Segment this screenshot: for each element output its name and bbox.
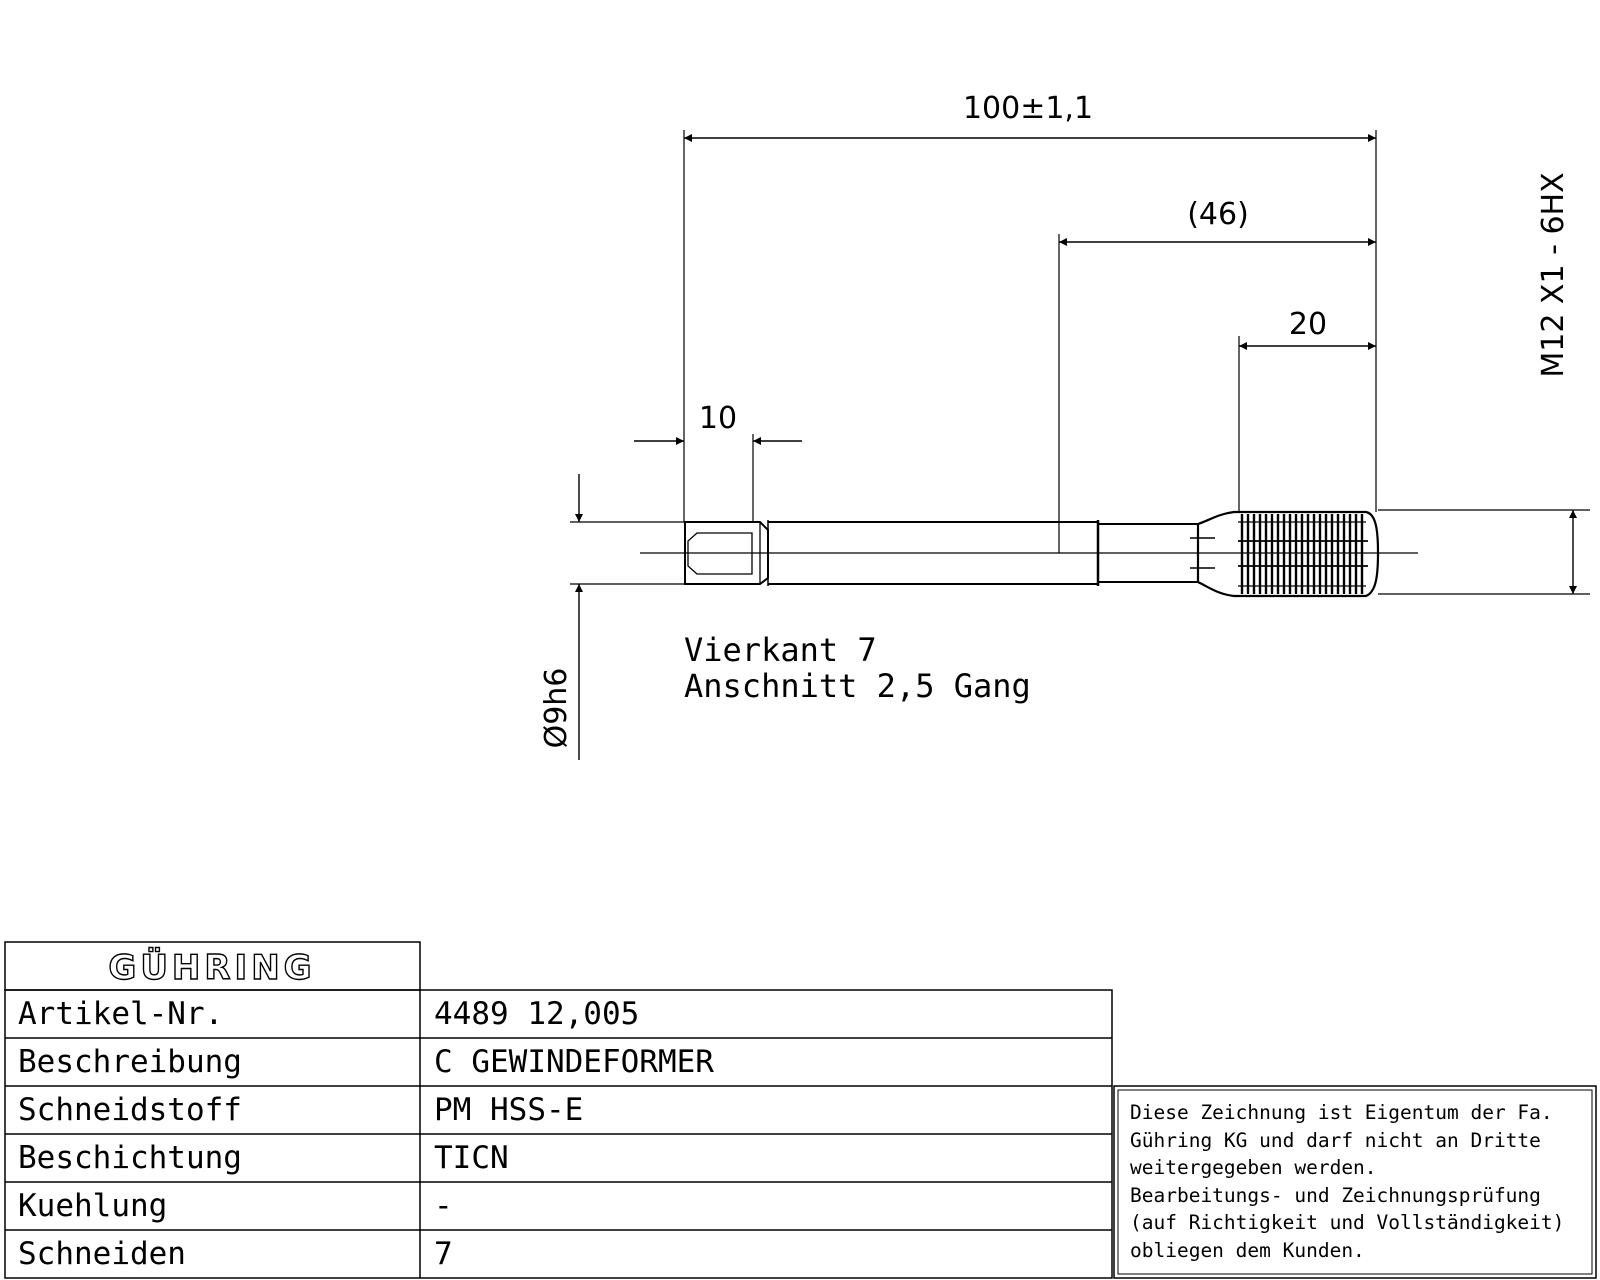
disclaimer-line: obliegen dem Kunden.: [1130, 1239, 1365, 1262]
dim-thread-length: (46): [1187, 197, 1249, 232]
row-value-beschichtung: TICN: [434, 1140, 509, 1176]
row-value-schneiden: 7: [434, 1236, 453, 1272]
row-label-beschichtung: Beschichtung: [18, 1140, 242, 1176]
dim-overall-length: 100±1,1: [963, 91, 1093, 126]
row-value-schneidstoff: PM HSS-E: [434, 1092, 583, 1128]
row-label-artikel-nr: Artikel-Nr.: [18, 996, 223, 1032]
disclaimer-line: weitergegeben werden.: [1130, 1156, 1377, 1179]
row-label-beschreibung: Beschreibung: [18, 1044, 242, 1080]
row-value-kuehlung: -: [434, 1188, 453, 1224]
dim-thread-spec: M12 X1 - 6HX: [1536, 172, 1571, 377]
row-value-beschreibung: C GEWINDEFORMER: [434, 1044, 714, 1080]
disclaimer-frame: [1113, 1085, 1597, 1279]
note-anschnitt: Anschnitt 2,5 Gang: [684, 667, 1031, 705]
title-rows: Artikel-Nr. 4489 12,005 Beschreibung C G…: [18, 996, 714, 1272]
disclaimer-line: Diese Zeichnung ist Eigentum der Fa.: [1130, 1101, 1553, 1124]
square-end-inner: [687, 532, 753, 575]
disclaimer-line: Gühring KG und darf nicht an Dritte: [1130, 1129, 1541, 1152]
disclaimer-line: (auf Richtigkeit und Vollständigkeit): [1130, 1211, 1564, 1234]
disclaimer-line: Bearbeitungs- und Zeichnungsprüfung: [1130, 1184, 1541, 1207]
dim-thread-part: 20: [1289, 307, 1327, 342]
row-value-artikel-nr: 4489 12,005: [434, 996, 639, 1032]
extension-lines: [570, 130, 1590, 595]
row-label-schneiden: Schneiden: [18, 1236, 186, 1272]
thread-body: [1196, 510, 1380, 598]
row-label-kuehlung: Kuehlung: [18, 1188, 167, 1224]
guehring-logo: GÜHRING: [108, 947, 315, 988]
dim-shank-diameter: Ø9h6: [539, 668, 574, 749]
dimension-lines: [575, 134, 1577, 760]
thread-ribs: [1240, 514, 1364, 594]
disclaimer: Diese Zeichnung ist Eigentum der Fa. Güh…: [1130, 1101, 1564, 1262]
dim-square-length: 10: [699, 401, 737, 436]
note-vierkant: Vierkant 7: [684, 631, 877, 669]
tool-outline: [640, 510, 1418, 598]
title-block: [4, 941, 1597, 1279]
row-label-schneidstoff: Schneidstoff: [18, 1092, 242, 1128]
